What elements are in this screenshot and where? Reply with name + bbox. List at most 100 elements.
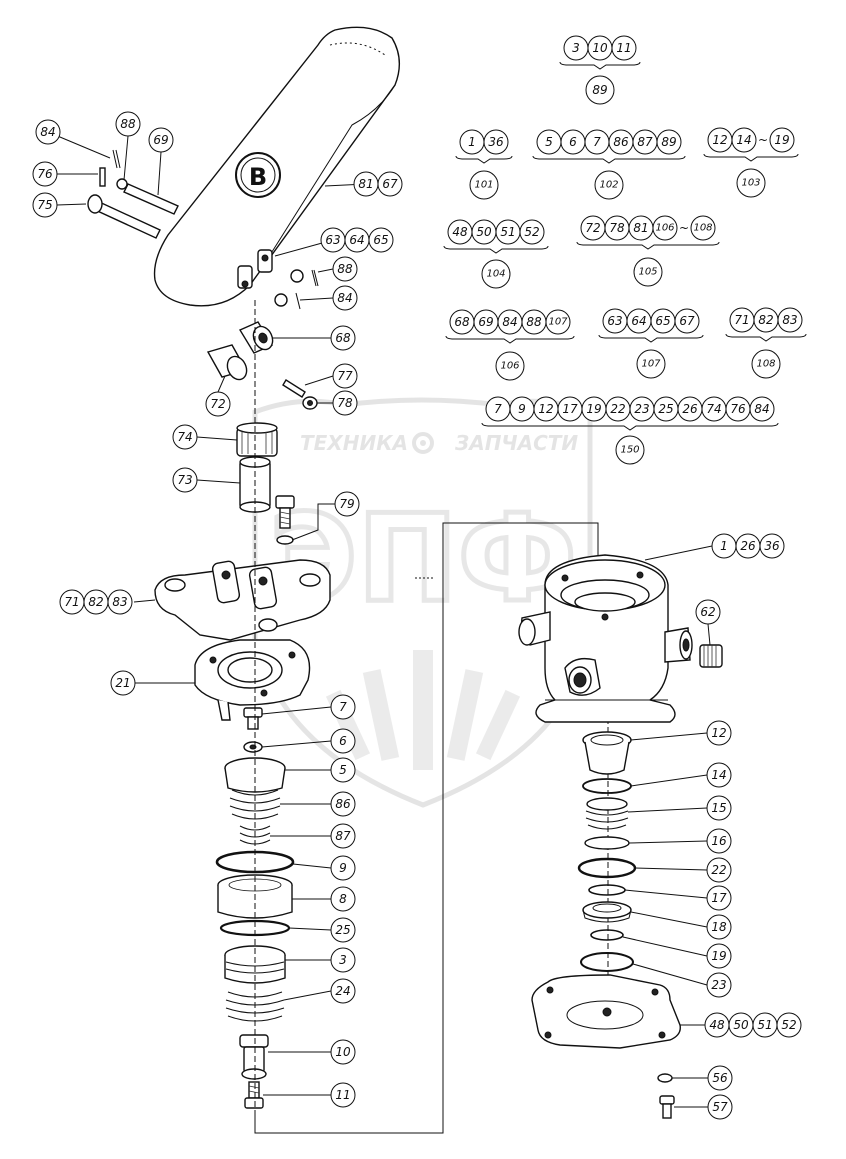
callout-number: 77 (337, 369, 353, 383)
rollers (206, 321, 274, 381)
callout-number: 63 (325, 233, 340, 247)
callout-number: 17 (711, 891, 727, 905)
callout-88: 88 (317, 256, 358, 282)
kit-part-number: 71 (734, 313, 749, 327)
kit-part-number: 7 (494, 402, 502, 416)
callout-circle (334, 491, 360, 517)
kit-brace (532, 155, 686, 164)
callout-circle (332, 285, 358, 311)
kit-part-number: 3 (572, 41, 580, 55)
callout-number: 14 (711, 768, 726, 782)
leader-line (217, 375, 226, 393)
leader-line (622, 936, 708, 957)
kit-circle (495, 351, 525, 381)
hinge-pin-head (87, 194, 103, 214)
callout-number: 12 (711, 726, 726, 740)
callout-78: 78 (317, 390, 358, 416)
callout-number: 6 (339, 734, 347, 748)
leader-line (291, 503, 335, 541)
kit-part-number: 6 (569, 135, 577, 149)
kit-circle (594, 170, 624, 200)
leader-line (317, 268, 334, 273)
kit-part-circle (690, 215, 716, 241)
bolt-79 (275, 495, 295, 545)
kit-part-number: 11 (616, 41, 631, 55)
callout-number: 83 (112, 595, 127, 609)
callout-circle (330, 694, 356, 720)
callout-number: 50 (733, 1018, 749, 1032)
callout-circle (377, 171, 403, 197)
assembly-axes (254, 300, 609, 1134)
kit-part-number: 87 (637, 135, 653, 149)
callout-circle (107, 589, 133, 615)
kit-brace (725, 333, 807, 342)
kit-part-number: 81 (633, 221, 648, 235)
callout-number: 22 (711, 863, 726, 877)
kit-circle (636, 349, 666, 379)
callout-number: 36 (764, 539, 780, 553)
callout-circle (330, 886, 356, 912)
kit-part-number: 74 (706, 402, 721, 416)
callout-circle (330, 855, 356, 881)
valve-housing (518, 554, 693, 723)
kit-part-number: 84 (754, 402, 769, 416)
callout-circle (368, 227, 394, 253)
callout-62: 62 (695, 599, 721, 646)
kit-part-number: 17 (562, 402, 578, 416)
kit-part-number: 107 (548, 317, 568, 328)
kit-part-circle (545, 309, 571, 335)
callout-circle (330, 757, 356, 783)
callout-number: 88 (120, 117, 136, 131)
callout-number: 21 (115, 676, 130, 690)
kit-part-number: 26 (682, 402, 698, 416)
kit-part-number: 1 (468, 135, 476, 149)
kit-part-number: 22 (610, 402, 625, 416)
kit-number: 107 (641, 359, 661, 370)
callout-number: 71 (64, 595, 79, 609)
callout-circle (706, 972, 732, 998)
kit-circle (751, 349, 781, 379)
callout-number: 81 (358, 177, 373, 191)
callout-14: 14 (630, 762, 732, 788)
pedal-pins (87, 149, 179, 239)
callout-number: 69 (153, 133, 168, 147)
kit-part-number: 84 (502, 315, 517, 329)
leader-line (196, 436, 238, 441)
callout-circle (32, 161, 58, 187)
pedal-pins-right (274, 269, 319, 310)
cover-plate (531, 974, 681, 1049)
callout-7: 7 (261, 694, 356, 720)
callout-number: 5 (339, 763, 347, 777)
callout-number: 15 (711, 801, 726, 815)
callout-circle (330, 1039, 356, 1065)
kit-part-number: 68 (454, 315, 470, 329)
kit-number: 89 (592, 83, 607, 97)
callout-circle (706, 828, 732, 854)
leader-line (707, 623, 711, 646)
leader-line (630, 774, 708, 787)
watermark-gear-icon (412, 432, 434, 454)
callout-57: 57 (674, 1094, 733, 1120)
callout-3: 3 (285, 947, 356, 973)
callout-15: 15 (627, 795, 732, 821)
kit-part-number: 36 (488, 135, 504, 149)
callout-circle (330, 978, 356, 1004)
kit-part-circle (611, 35, 637, 61)
kit-part-number: 89 (661, 135, 676, 149)
pin-69 (123, 183, 179, 215)
kit-part-number: 7 (593, 135, 601, 149)
leader-line (644, 545, 713, 561)
kit-part-number: 19 (774, 133, 789, 147)
kit-brace (455, 155, 513, 164)
leader-line (261, 706, 332, 715)
callout-circle (205, 391, 231, 417)
kit-number: 101 (474, 180, 493, 191)
kit-part-number: 50 (476, 225, 492, 239)
callout-10: 10 (268, 1039, 356, 1065)
pedal: B (153, 26, 400, 307)
leader-line (630, 732, 708, 741)
pedal-hinge-lug (237, 265, 253, 289)
pedal-base-bracket (154, 559, 331, 641)
